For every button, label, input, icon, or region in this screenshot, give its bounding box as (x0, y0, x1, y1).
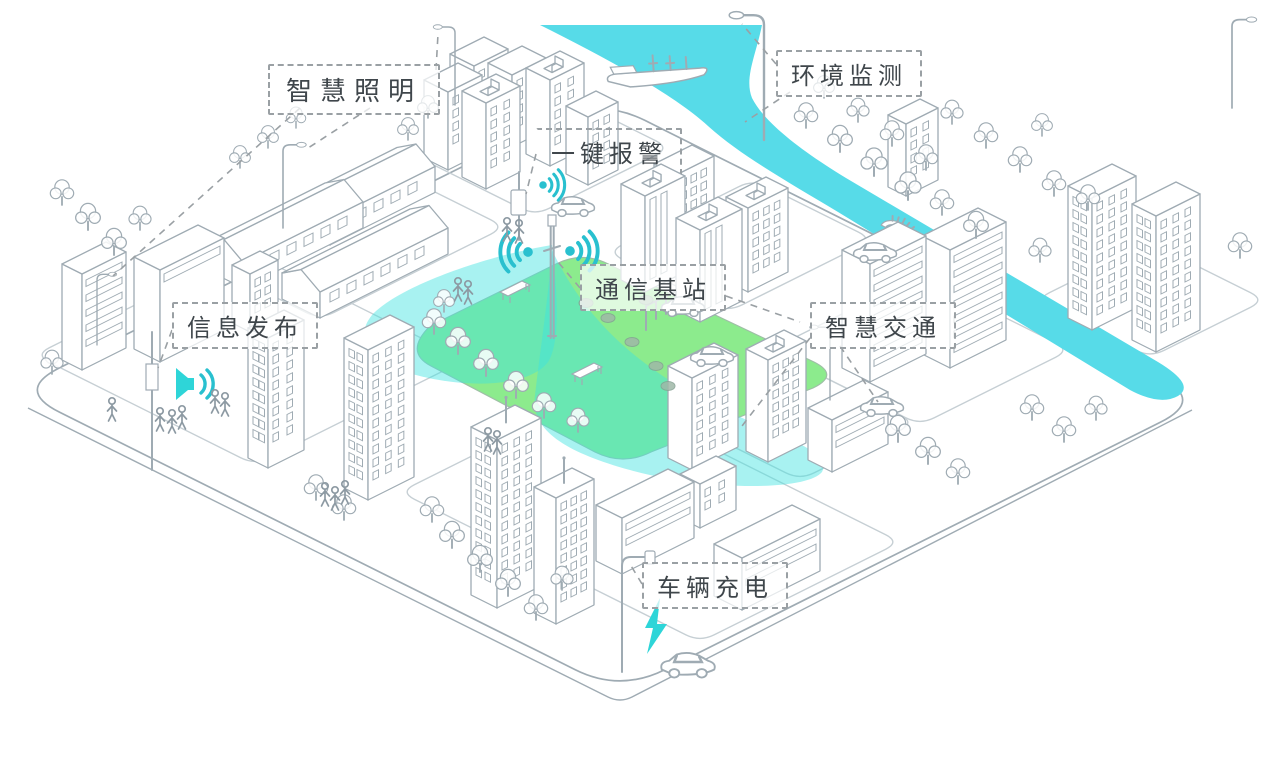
tree (1041, 169, 1067, 197)
leader-line (157, 329, 173, 369)
leader-line (525, 153, 537, 195)
tree (1028, 237, 1052, 263)
tree (396, 116, 420, 141)
label-vehicle-charging: 车辆充电 (642, 562, 788, 609)
label-one-key-alarm: 一键报警 (536, 128, 682, 175)
building (533, 456, 595, 625)
warehouse-building (281, 204, 449, 319)
cargo-ship (606, 54, 708, 88)
tree (846, 97, 870, 123)
label-smart-lighting: 智慧照明 (268, 64, 441, 115)
lightning-icon (645, 598, 667, 654)
building (1131, 181, 1201, 353)
street-light (1231, 16, 1258, 109)
city-block-outline (614, 182, 867, 310)
tree (860, 147, 888, 177)
tree (74, 202, 102, 231)
building (61, 241, 127, 371)
label-leader-lines (112, 23, 879, 585)
communication-mast (498, 168, 600, 339)
tree (1227, 231, 1253, 259)
building (595, 468, 695, 575)
tree (940, 99, 964, 125)
bush (660, 381, 676, 391)
tree (1007, 145, 1033, 173)
building (525, 50, 585, 167)
tree (128, 205, 152, 231)
building (565, 90, 619, 186)
information-post (145, 331, 215, 471)
tree (793, 101, 819, 129)
bush (648, 361, 664, 371)
tree (929, 188, 955, 216)
label-environment-monitoring: 环境监测 (776, 50, 922, 97)
river (540, 25, 1184, 400)
tree (228, 144, 252, 169)
leader-line (741, 23, 777, 65)
tree (826, 124, 854, 153)
tree (49, 178, 75, 206)
city-block-outline (406, 394, 894, 640)
building (343, 314, 415, 501)
tree (973, 121, 999, 149)
charging-station (621, 550, 717, 679)
building (807, 379, 889, 473)
leader-line (744, 91, 791, 123)
label-communication-base-station: 通信基站 (580, 264, 726, 311)
leader-line (741, 337, 811, 427)
building (461, 73, 521, 190)
leader-line (725, 295, 801, 323)
leader-line (629, 563, 643, 585)
label-smart-traffic: 智慧交通 (810, 302, 956, 349)
bush (624, 337, 640, 347)
leader-line (839, 345, 879, 403)
building (247, 309, 305, 469)
bush (600, 313, 616, 323)
leader-line (112, 107, 301, 277)
speaker-icon (176, 368, 215, 400)
alarm-post (501, 171, 527, 244)
leader-line (557, 261, 581, 289)
label-information-release: 信息发布 (172, 302, 318, 349)
building (1067, 163, 1137, 331)
tree (1030, 112, 1054, 137)
building (745, 329, 807, 463)
